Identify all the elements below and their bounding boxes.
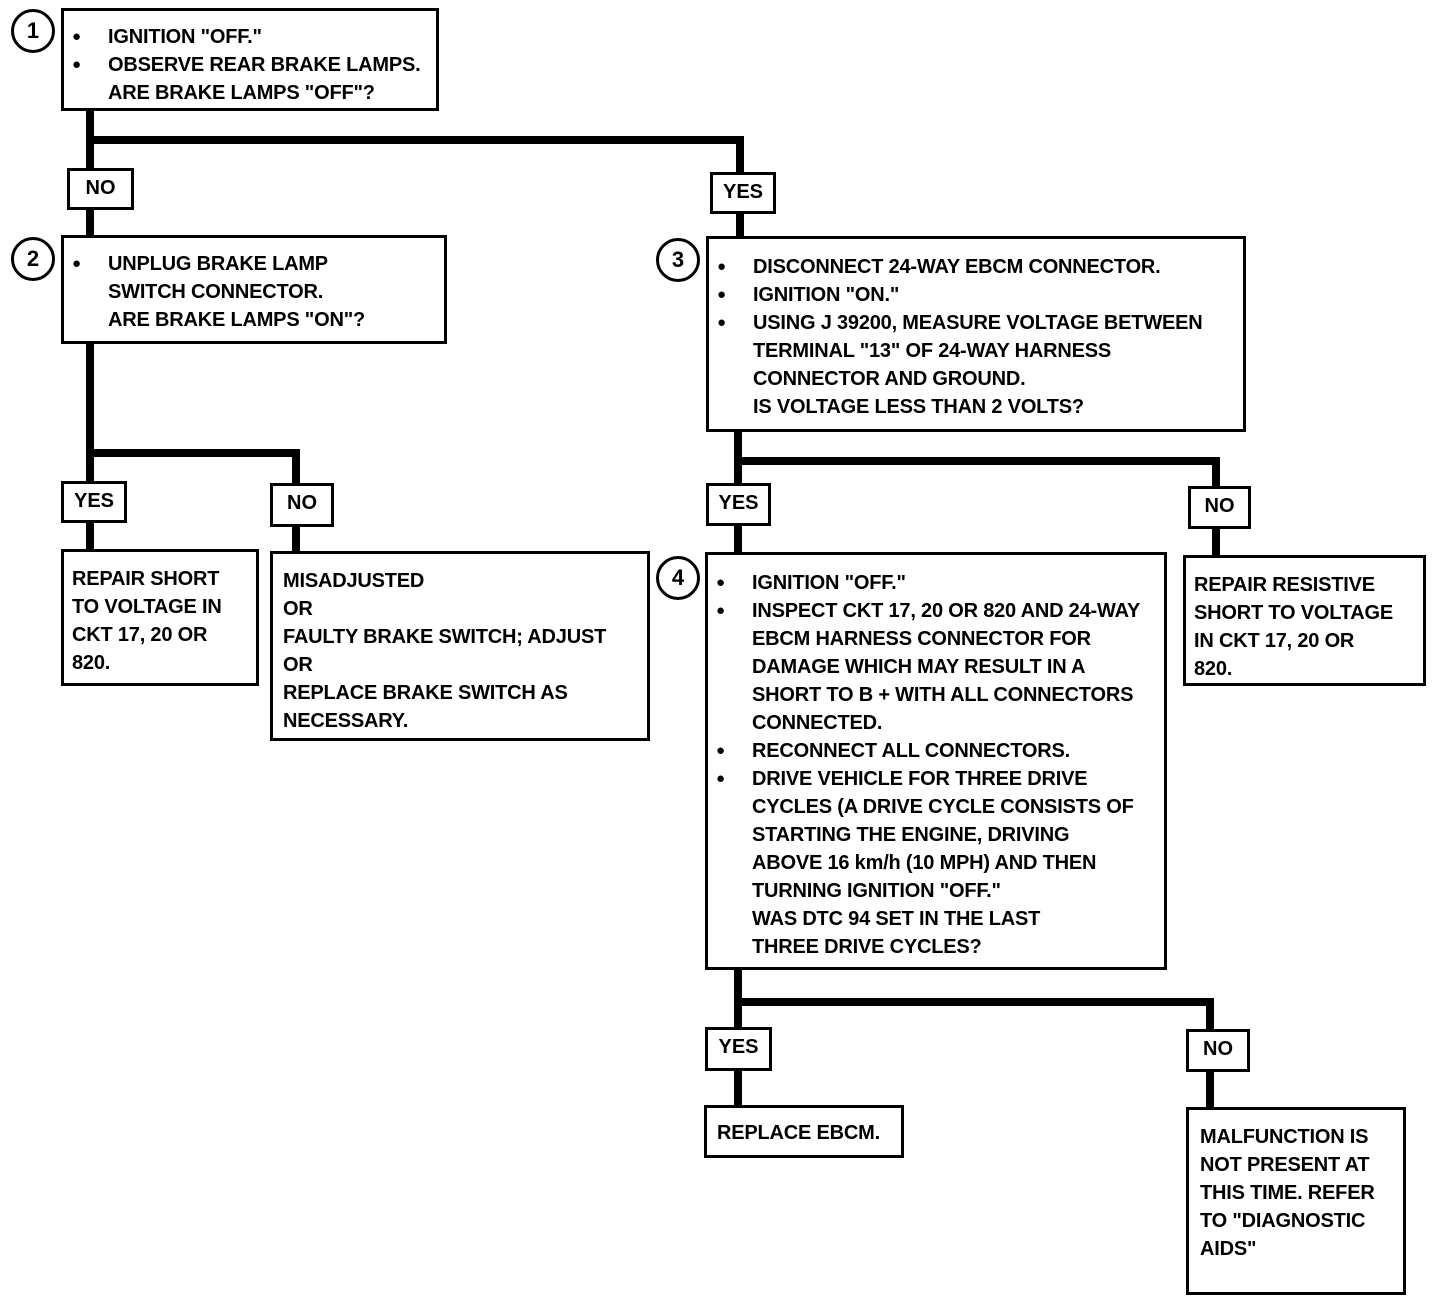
result-repair-resistive: REPAIR RESISTIVE SHORT TO VOLTAGE IN CKT… (1183, 555, 1426, 686)
step-3-yes-label: YES (706, 483, 771, 526)
step-2-question: ARE BRAKE LAMPS "ON"? (108, 309, 365, 331)
step-4-bullet: RECONNECT ALL CONNECTORS. (708, 737, 1144, 765)
step-3-bullet: USING J 39200, MEASURE VOLTAGE BETWEEN T… (709, 309, 1233, 393)
result-replace-ebcm-text: REPLACE EBCM. (717, 1122, 880, 1144)
step-3-number: 3 (656, 238, 700, 282)
result-repair-resistive-text: REPAIR RESISTIVE SHORT TO VOLTAGE IN CKT… (1194, 574, 1394, 680)
result-replace-ebcm: REPLACE EBCM. (704, 1105, 904, 1158)
result-repair-short: REPAIR SHORT TO VOLTAGE IN CKT 17, 20 OR… (61, 549, 259, 686)
result-malfunction-text: MALFUNCTION IS NOT PRESENT AT THIS TIME.… (1200, 1126, 1375, 1260)
step-4-bullet: INSPECT CKT 17, 20 OR 820 AND 24-WAY EBC… (708, 597, 1144, 737)
result-repair-short-text: REPAIR SHORT TO VOLTAGE IN CKT 17, 20 OR… (72, 568, 222, 674)
step-4-bullet: IGNITION "OFF." (708, 569, 1144, 597)
step-1-no-label: NO (67, 168, 134, 210)
result-brake-switch-text: MISADJUSTED OR FAULTY BRAKE SWITCH; ADJU… (283, 570, 607, 732)
step-1-box: IGNITION "OFF." OBSERVE REAR BRAKE LAMPS… (61, 8, 439, 111)
step-3-box: DISCONNECT 24-WAY EBCM CONNECTOR. IGNITI… (706, 236, 1246, 432)
step-3-no-label: NO (1188, 486, 1251, 529)
step-3-bullet: DISCONNECT 24-WAY EBCM CONNECTOR. (709, 253, 1233, 281)
step-3-question: IS VOLTAGE LESS THAN 2 VOLTS? (753, 396, 1084, 418)
step-2-yes-label: YES (61, 481, 127, 523)
step-1-bullet: OBSERVE REAR BRAKE LAMPS. (64, 51, 436, 79)
step-4-bullet: DRIVE VEHICLE FOR THREE DRIVE CYCLES (A … (708, 765, 1144, 905)
step-2-box: UNPLUG BRAKE LAMP SWITCH CONNECTOR. ARE … (61, 235, 447, 344)
step-2-no-label: NO (270, 483, 334, 527)
step-1-question: ARE BRAKE LAMPS "OFF"? (108, 82, 375, 104)
step-4-question: WAS DTC 94 SET IN THE LAST THREE DRIVE C… (752, 908, 1041, 958)
result-brake-switch: MISADJUSTED OR FAULTY BRAKE SWITCH; ADJU… (270, 551, 650, 741)
step-2-bullet: UNPLUG BRAKE LAMP SWITCH CONNECTOR. (64, 250, 444, 306)
step-4-no-label: NO (1186, 1029, 1250, 1072)
step-4-yes-label: YES (705, 1027, 772, 1071)
step-2-number: 2 (11, 237, 55, 281)
step-1-number: 1 (11, 9, 55, 53)
result-malfunction: MALFUNCTION IS NOT PRESENT AT THIS TIME.… (1186, 1107, 1406, 1295)
step-3-bullet: IGNITION "ON." (709, 281, 1233, 309)
step-4-box: IGNITION "OFF." INSPECT CKT 17, 20 OR 82… (705, 552, 1167, 970)
step-1-bullet: IGNITION "OFF." (64, 23, 436, 51)
step-1-yes-label: YES (710, 172, 776, 214)
step-4-number: 4 (656, 556, 700, 600)
